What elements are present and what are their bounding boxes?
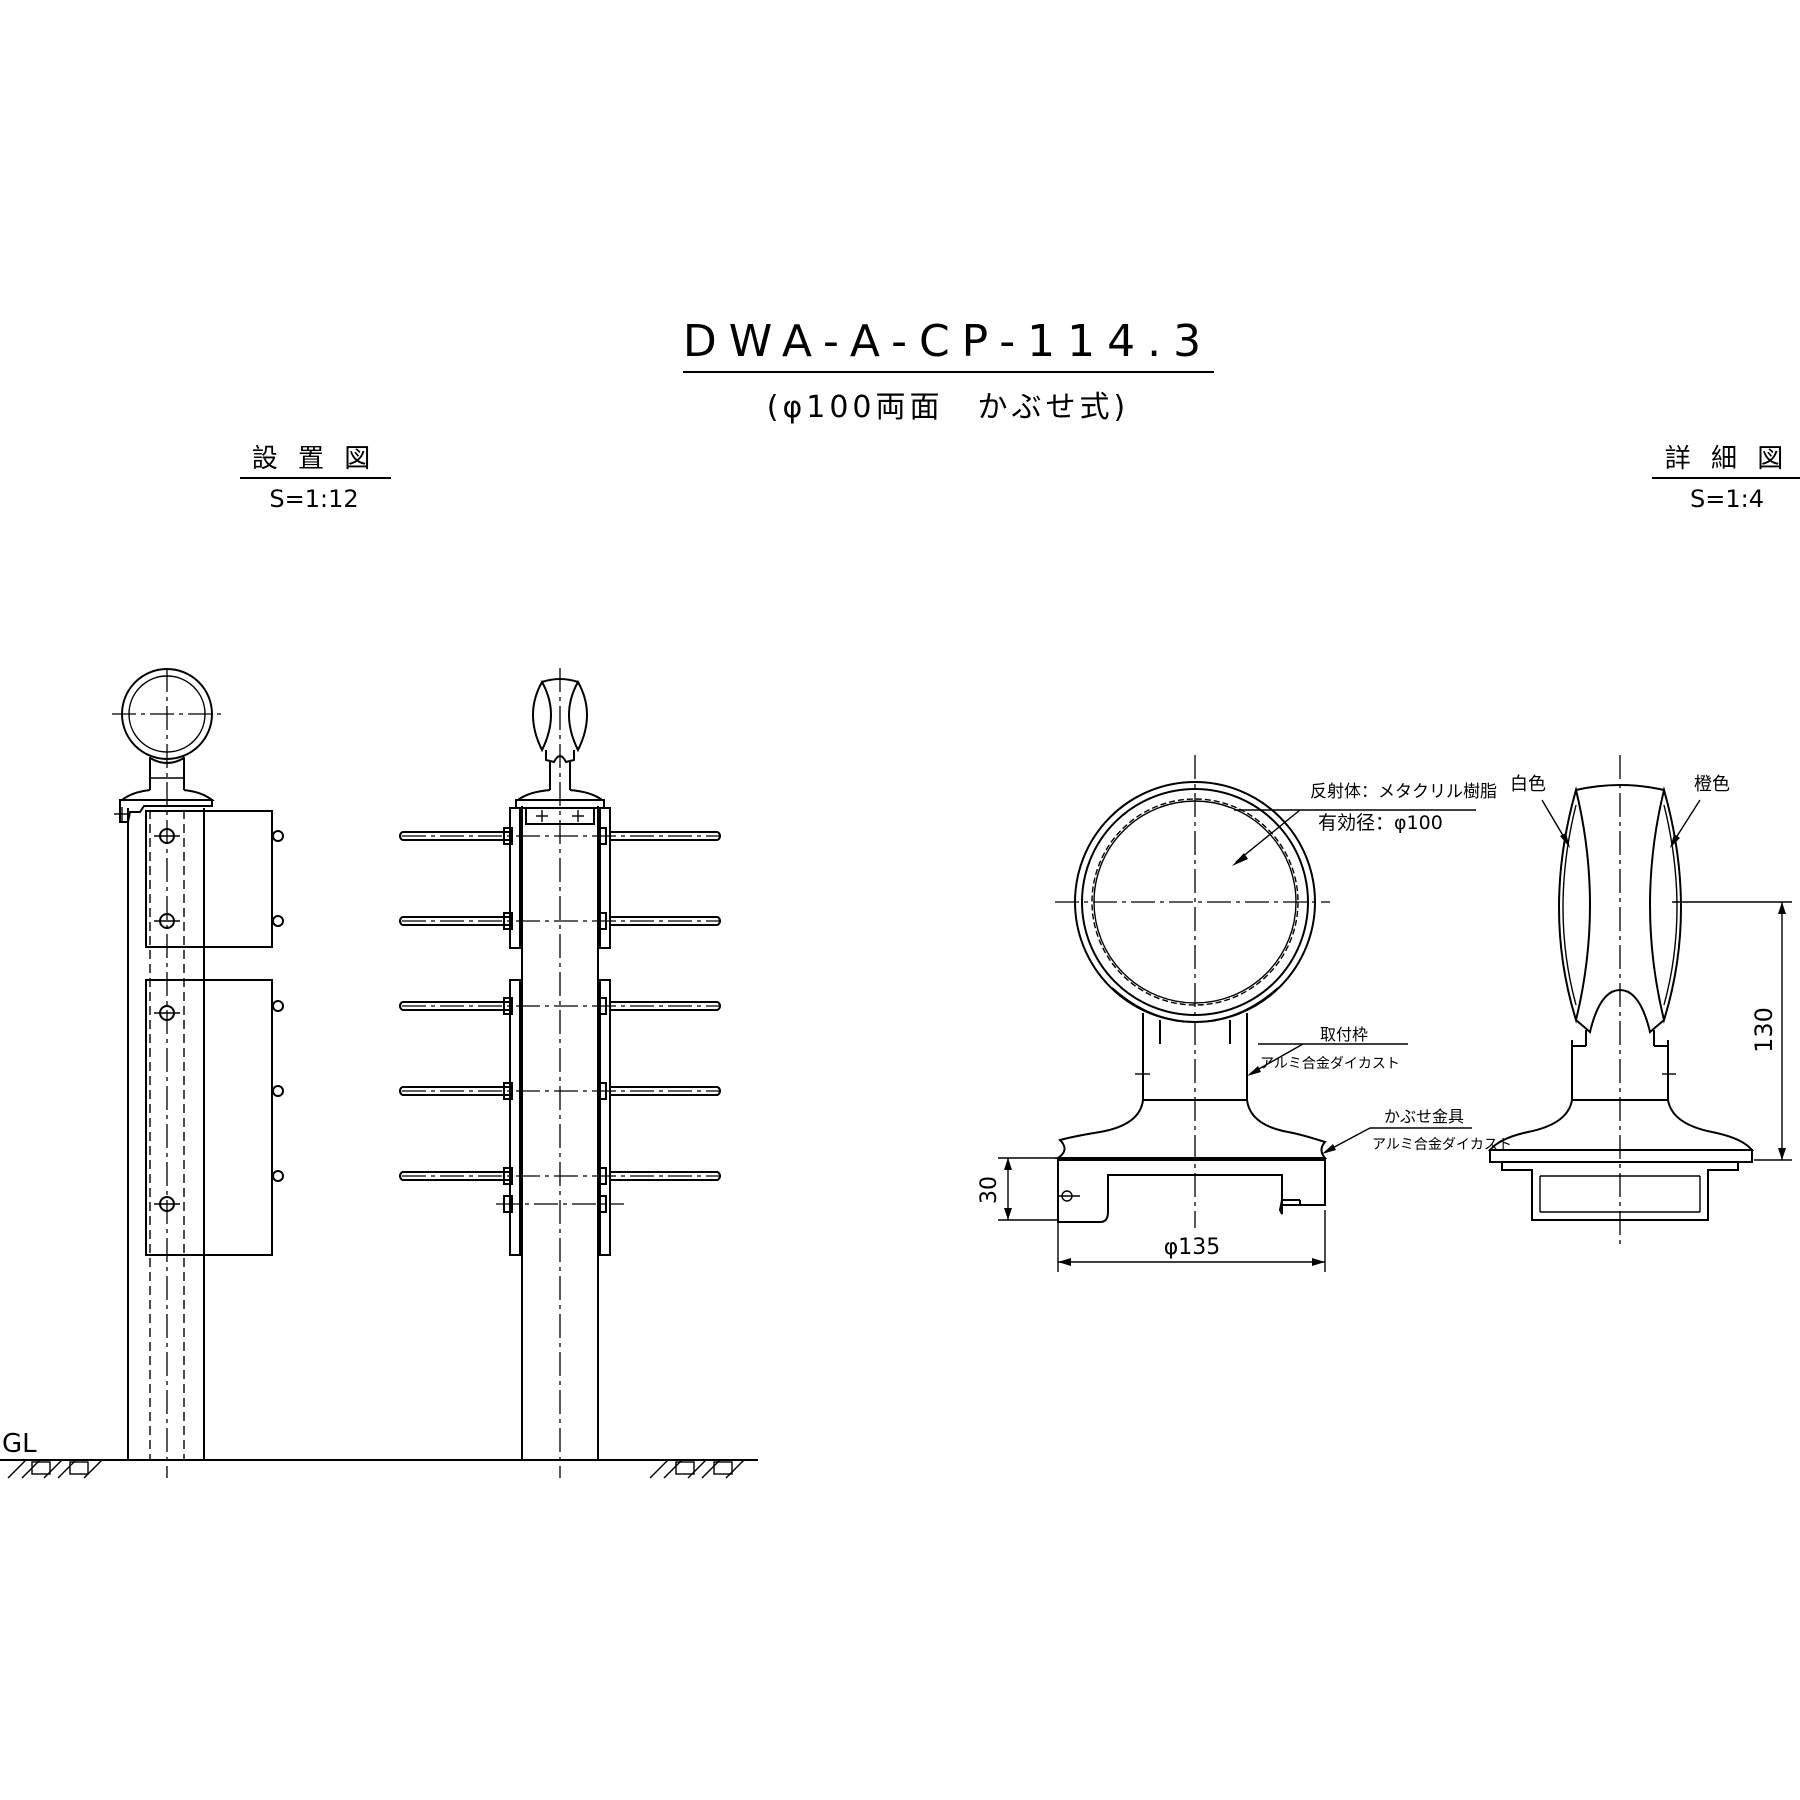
cap-leader: かぶせ金具 アルミ合金ダイカスト	[1322, 1107, 1512, 1154]
detail-view-scale: S=1:4	[1690, 485, 1764, 513]
dimension-130: 130	[1750, 1007, 1778, 1053]
dimension-phi135: φ135	[1164, 1235, 1221, 1260]
detail-side-view: 白色 橙色 130	[1487, 755, 1792, 1245]
white-leader: 白色	[1510, 774, 1570, 848]
reflector-small-front	[112, 668, 222, 823]
drawing-subtitle: (φ100両面 かぶせ式)	[767, 390, 1129, 425]
detail-front-view: 30 φ135 反射体：メタクリル樹脂 有効径：φ100 取付枠 アルミ合金ダイ…	[977, 755, 1512, 1272]
detail-view-label: 詳 細 図	[1665, 444, 1790, 474]
reflector-diameter-note: 有効径：φ100	[1318, 812, 1443, 834]
bottom-bolt	[496, 1195, 624, 1213]
bracket-name-note: 取付枠	[1320, 1025, 1368, 1044]
bracket-material-note: アルミ合金ダイカスト	[1260, 1056, 1400, 1072]
post-front-view	[112, 668, 284, 1478]
reflector-small-side	[515, 678, 605, 825]
mounting-frame	[1111, 987, 1279, 1024]
dimension-height: 130	[1672, 901, 1792, 1161]
cap-material-note: アルミ合金ダイカスト	[1372, 1137, 1512, 1153]
ground-hatch-left	[7, 1459, 103, 1479]
bolt-row	[399, 1082, 721, 1100]
white-color-label: 白色	[1510, 774, 1546, 795]
bolt-row	[399, 827, 721, 845]
bolt-row	[399, 1167, 721, 1185]
dimension-base-height: 30	[977, 1157, 1058, 1221]
ground-label: GL	[2, 1429, 37, 1459]
bolt-rows	[399, 827, 721, 1213]
reflector-material-note: 反射体：メタクリル樹脂	[1310, 782, 1497, 802]
lens-white	[1558, 786, 1591, 1024]
lens-orange	[1649, 786, 1682, 1024]
reflector-leader: 反射体：メタクリル樹脂 有効径：φ100	[1232, 782, 1497, 866]
bracket-leader: 取付枠 アルミ合金ダイカスト	[1247, 1025, 1408, 1076]
dimension-30: 30	[977, 1176, 1002, 1204]
orange-color-label: 橙色	[1694, 774, 1730, 795]
lower-panel-box	[145, 979, 273, 1256]
upper-panel-box	[145, 810, 273, 948]
install-view-scale: S=1:12	[269, 485, 358, 513]
dimension-width: φ135	[1057, 1210, 1326, 1272]
drawing-title: DWA-A-CP-114.3	[683, 316, 1213, 367]
cap-name-note: かぶせ金具	[1384, 1107, 1464, 1126]
orange-leader: 橙色	[1670, 774, 1730, 848]
bolt-row	[399, 912, 721, 930]
post-side-view	[399, 668, 721, 1478]
cap-fitting	[1054, 1099, 1328, 1223]
bolt-row	[399, 997, 721, 1015]
ground-hatch-right	[649, 1459, 745, 1479]
install-view-label: 設 置 図	[252, 444, 377, 474]
